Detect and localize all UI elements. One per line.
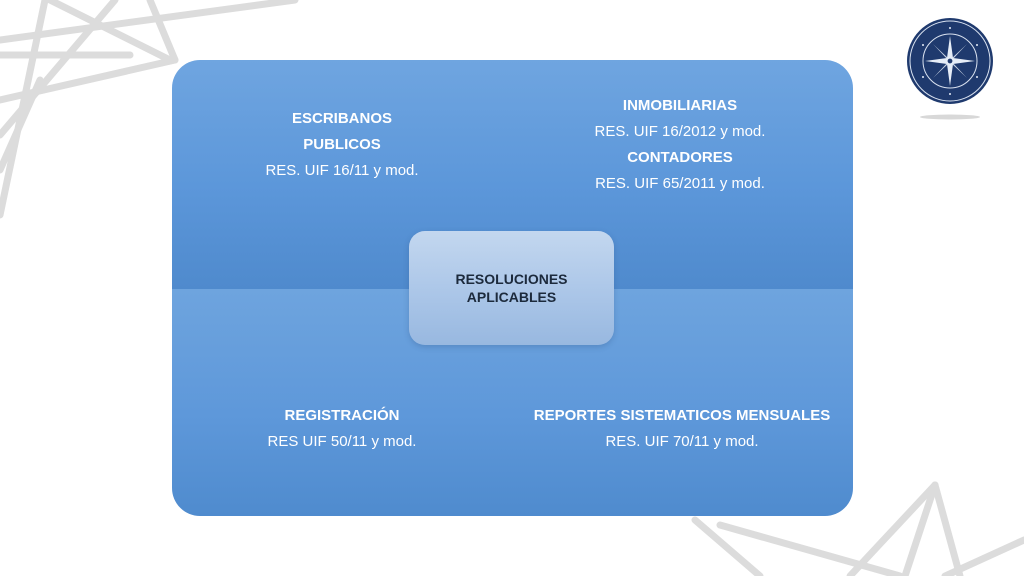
quadrant-resolution: RES. UIF 65/2011 y mod. <box>595 175 765 192</box>
quadrant-resolution: RES. UIF 70/11 y mod. <box>605 433 759 450</box>
uif-logo-icon <box>907 18 993 120</box>
center-box: RESOLUCIONES APLICABLES <box>409 231 614 345</box>
quadrant-registracion: REGISTRACIÓN RES UIF 50/11 y mod. <box>222 403 462 455</box>
quadrant-title: PUBLICOS <box>303 136 381 153</box>
quadrant-title: INMOBILIARIAS <box>622 97 738 114</box>
quadrant-resolution: RES UIF 50/11 y mod. <box>267 433 417 450</box>
quadrant-reportes: REPORTES SISTEMATICOS MENSUALES RES. UIF… <box>532 403 832 455</box>
quadrant-resolution: RES. UIF 16/2012 y mod. <box>594 123 766 140</box>
quadrant-title: CONTADORES <box>627 149 733 166</box>
quadrant-resolution: RES. UIF 16/11 y mod. <box>265 162 419 179</box>
quadrant-title: REPORTES SISTEMATICOS MENSUALES <box>533 407 831 424</box>
quadrant-inmobiliarias-contadores: INMOBILIARIAS RES. UIF 16/2012 y mod. CO… <box>560 93 800 197</box>
quadrant-title: REGISTRACIÓN <box>284 407 400 424</box>
quadrant-escribanos: ESCRIBANOS PUBLICOS RES. UIF 16/11 y mod… <box>222 106 462 184</box>
center-label: RESOLUCIONES APLICABLES <box>455 271 568 305</box>
quadrant-title: ESCRIBANOS <box>291 110 392 127</box>
